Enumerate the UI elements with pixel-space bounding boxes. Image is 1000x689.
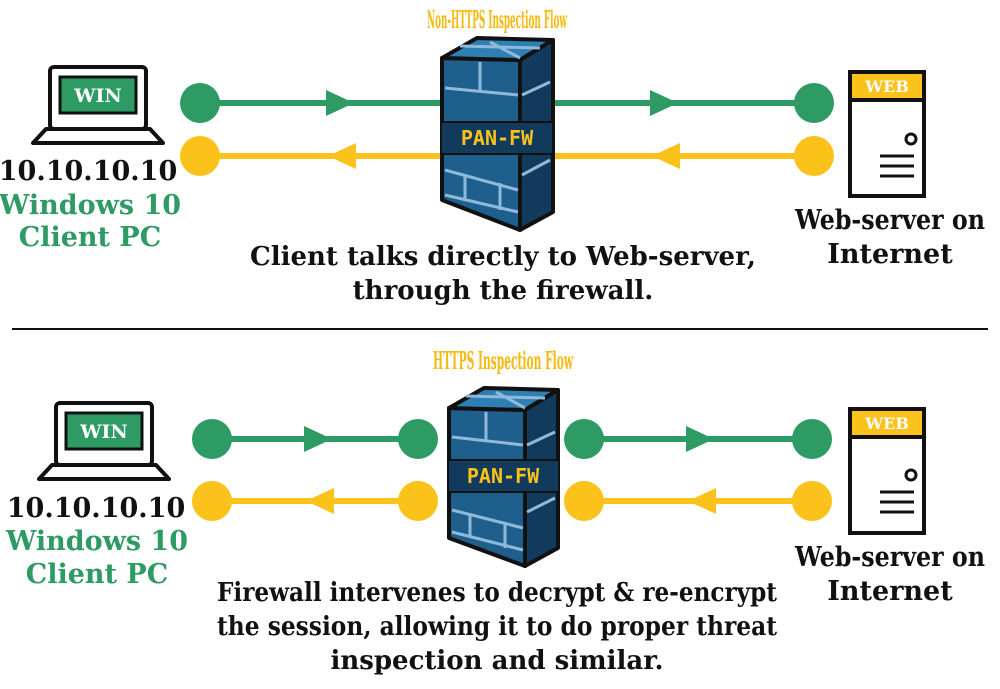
caption-line: inspection and similar. — [330, 646, 663, 676]
section-title-non-https: Non-HTTPS Inspection Flow — [427, 5, 567, 34]
server-icon — [848, 70, 926, 198]
request-flow-green-server-side — [564, 419, 832, 459]
server-label-line1: Web-server on — [794, 205, 985, 236]
response-flow-gold-client-side — [192, 481, 438, 521]
caption-line: through the firewall. — [353, 276, 654, 306]
server-badge: WEB — [864, 414, 909, 433]
server-label-line1: Web-server on — [794, 542, 985, 573]
firewall-label: PAN-FW — [461, 126, 534, 150]
firewall-label: PAN-FW — [467, 464, 540, 488]
server-badge: WEB — [864, 77, 909, 96]
server-label-line2: Internet — [827, 239, 953, 270]
firewall-icon — [447, 386, 560, 568]
firewall-icon — [440, 36, 555, 232]
caption-line: Client talks directly to Web-server, — [250, 242, 756, 272]
client-os: Windows 10 — [5, 526, 188, 557]
client-os: Windows 10 — [0, 190, 181, 221]
section-title-https: HTTPS Inspection Flow — [433, 346, 574, 375]
client-badge: WIN — [73, 85, 122, 107]
caption-line: the session, allowing it to do proper th… — [217, 612, 777, 642]
server-label-line2: Internet — [827, 576, 953, 607]
caption-line: Firewall intervenes to decrypt & re-encr… — [217, 578, 777, 608]
client-badge: WIN — [79, 421, 128, 443]
client-type: Client PC — [19, 222, 161, 253]
laptop-icon — [31, 65, 165, 145]
response-flow-gold-server-side — [564, 481, 832, 521]
laptop-icon — [37, 401, 171, 481]
client-ip: 10.10.10.10 — [7, 493, 186, 524]
request-flow-green-client-side — [192, 419, 438, 459]
server-icon — [848, 407, 926, 535]
client-type: Client PC — [26, 559, 168, 590]
client-ip: 10.10.10.10 — [0, 156, 177, 187]
